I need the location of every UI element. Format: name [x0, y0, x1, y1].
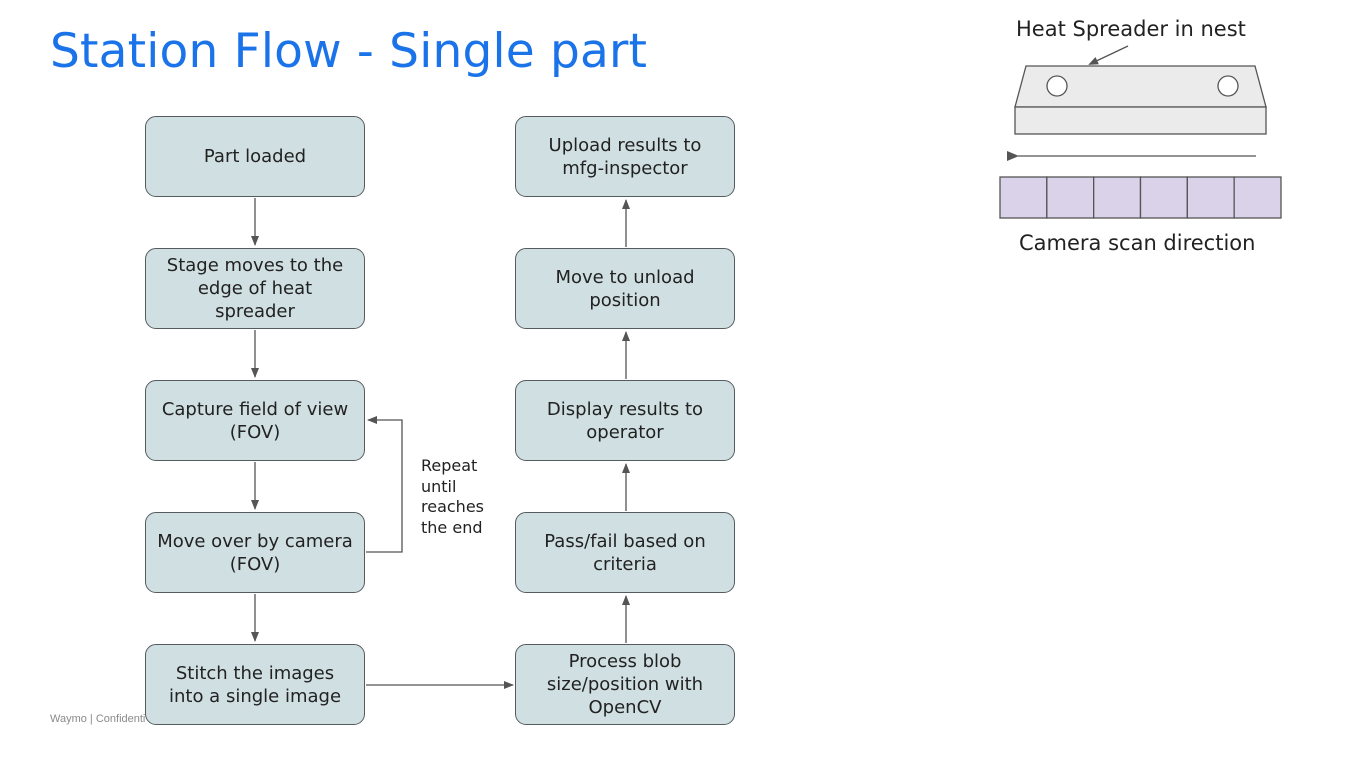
step-stitch-images: Stitch the images into a single image	[145, 644, 365, 725]
step-display-results: Display results to operator	[515, 380, 735, 461]
page-title: Station Flow - Single part	[50, 24, 648, 79]
repeat-loop-label: Repeat until reaches the end	[421, 456, 484, 537]
camera-cell	[1186, 176, 1235, 219]
mounting-hole-left	[1046, 75, 1068, 97]
arrow-repeat-loop	[366, 416, 403, 553]
step-move-over: Move over by camera (FOV)	[145, 512, 365, 593]
camera-cell	[1093, 176, 1142, 219]
label-pointer-arrow	[1088, 45, 1129, 65]
camera-cell	[1046, 176, 1095, 219]
step-pass-fail: Pass/fail based on criteria	[515, 512, 735, 593]
mounting-hole-right	[1217, 75, 1239, 97]
step-part-loaded: Part loaded	[145, 116, 365, 197]
step-capture-fov: Capture field of view (FOV)	[145, 380, 365, 461]
camera-cell	[1233, 176, 1282, 219]
step-move-unload: Move to unload position	[515, 248, 735, 329]
step-process-blob: Process blob size/position with OpenCV	[515, 644, 735, 725]
camera-cell	[999, 176, 1048, 219]
step-stage-moves: Stage moves to the edge of heat spreader	[145, 248, 365, 329]
camera-cell	[1139, 176, 1188, 219]
camera-array	[999, 176, 1282, 219]
heat-spreader-label: Heat Spreader in nest	[1016, 17, 1246, 41]
nest-base	[1014, 106, 1267, 135]
step-upload-results: Upload results to mfg-inspector	[515, 116, 735, 197]
footer-confidential: Waymo | Confidential	[50, 713, 145, 725]
camera-scan-direction-label: Camera scan direction	[1019, 231, 1256, 255]
